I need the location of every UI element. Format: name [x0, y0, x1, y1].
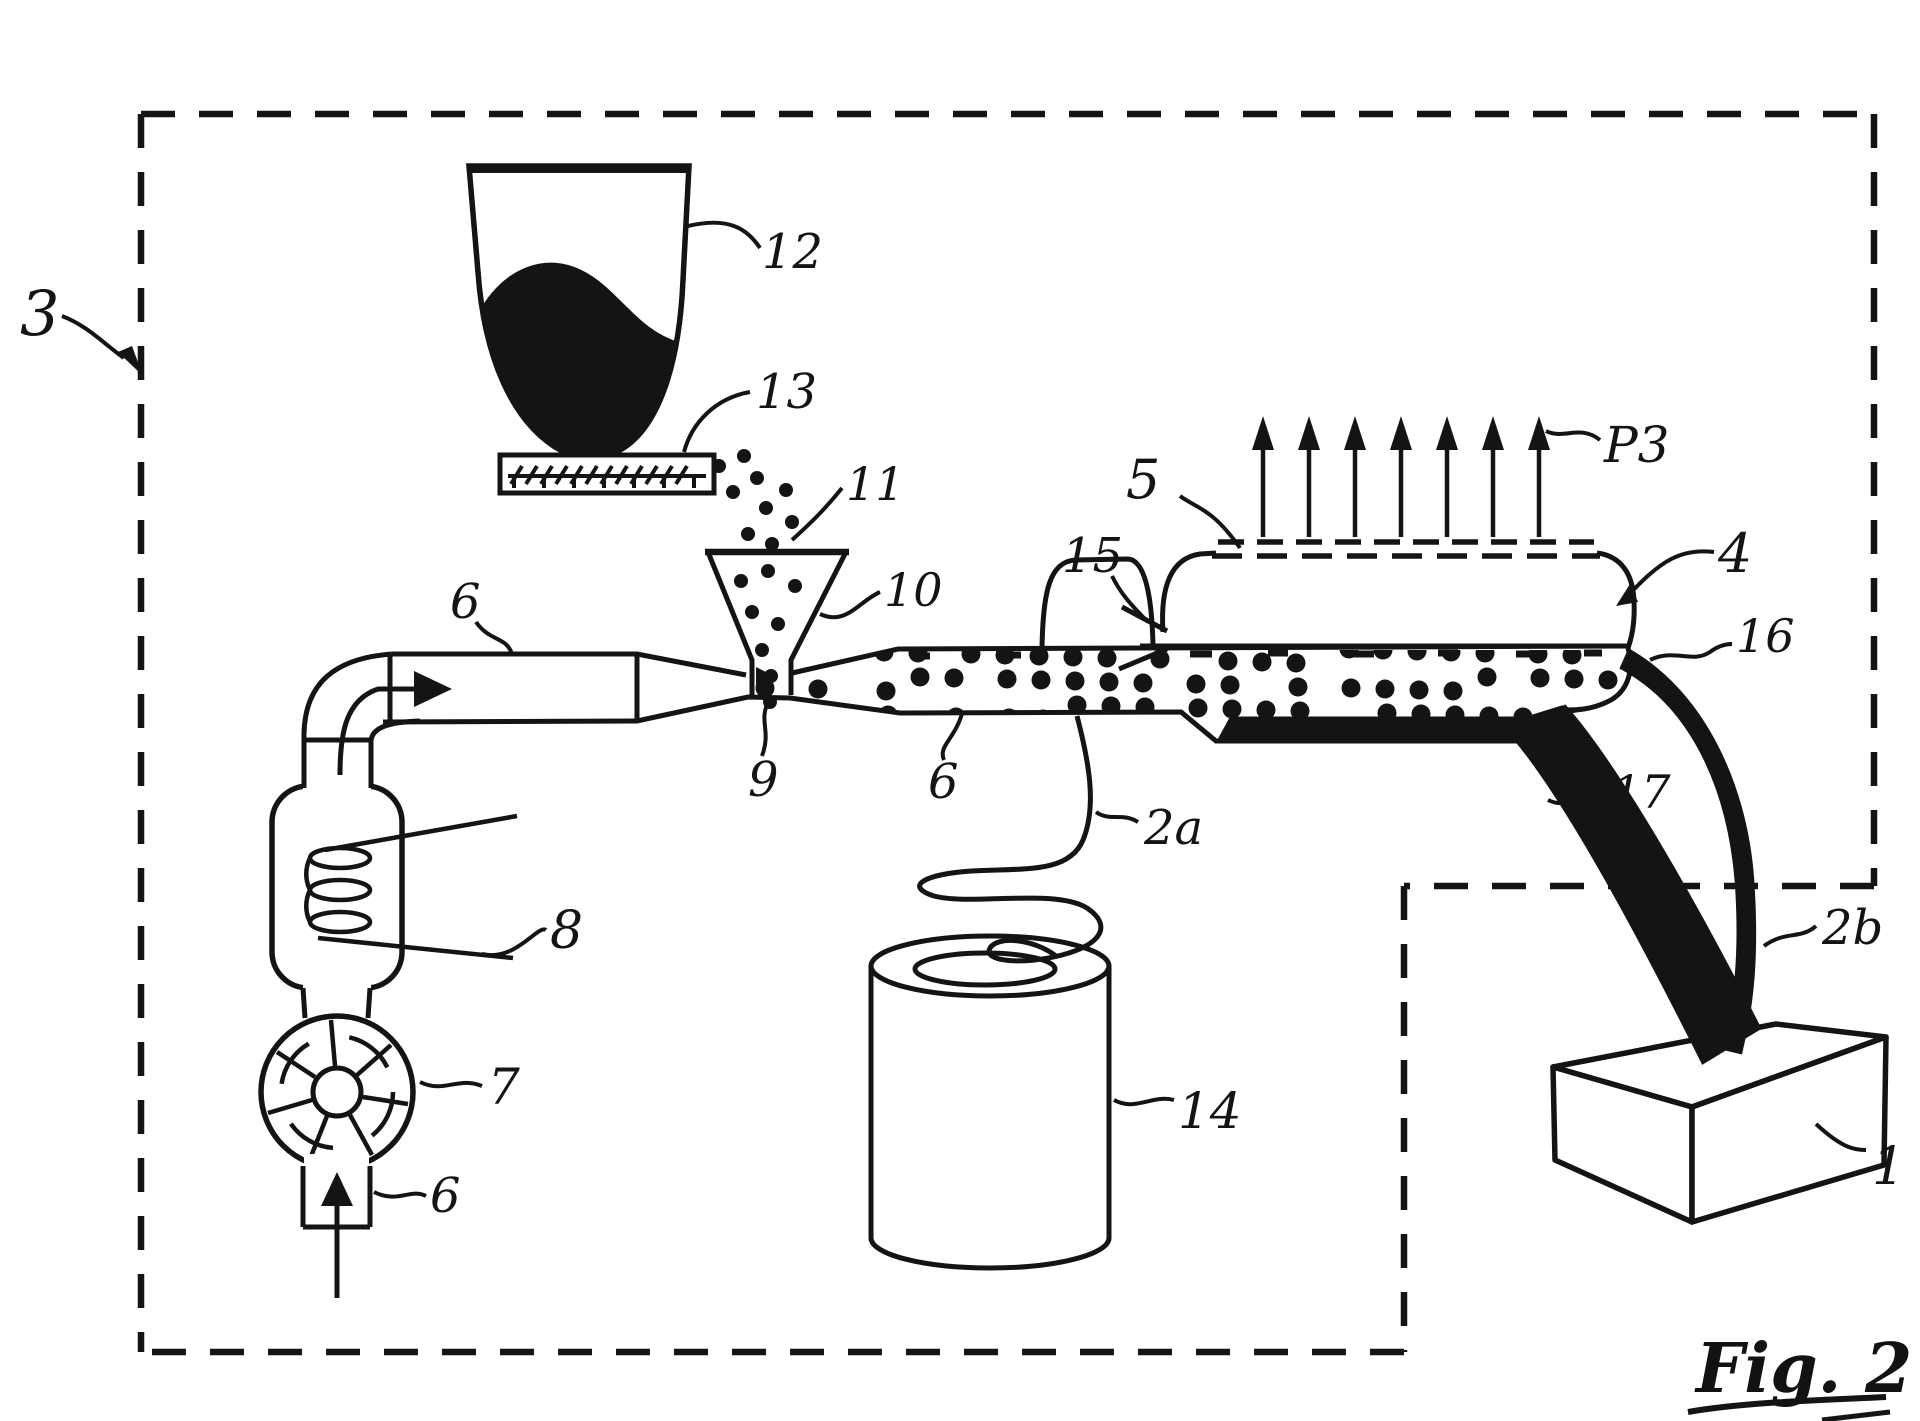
air-inlet-arrow	[321, 1172, 353, 1298]
wire-drum	[868, 933, 1112, 1271]
flow-arrow	[337, 671, 452, 776]
lid-leader	[1178, 494, 1242, 550]
label-line-a: 2a	[1143, 800, 1203, 856]
venturi-leader	[760, 697, 772, 757]
particle-dots	[712, 449, 799, 551]
figure-caption-group: Fig. 2	[1687, 1329, 1912, 1421]
hopper-material-fill	[476, 262, 685, 452]
coil-leader	[481, 927, 548, 958]
chute-leader	[1547, 789, 1607, 806]
flow-dots	[755, 650, 1622, 741]
duct-leader	[373, 1190, 427, 1199]
chamber-left-shoulder	[1160, 550, 1217, 633]
fan-leader	[419, 1080, 483, 1089]
funnel-dots	[734, 564, 802, 709]
funnel	[705, 548, 881, 709]
label-inlet: 15	[1062, 528, 1123, 584]
label-vapor: P3	[1603, 416, 1669, 474]
label-sieve: 13	[756, 364, 817, 420]
label-drum: 14	[1178, 1082, 1242, 1140]
label-chamber: 4	[1717, 522, 1752, 585]
funnel-leader	[819, 590, 881, 620]
outlet-leader	[1649, 642, 1733, 662]
label-line-b: 2b	[1821, 900, 1883, 956]
line-b-leader	[1762, 924, 1818, 948]
particles-leader	[790, 486, 844, 542]
lid-dashes	[1212, 539, 1600, 559]
label-venturi: 9	[748, 752, 779, 808]
discharge-chute	[1515, 704, 1762, 1065]
heater-coil	[304, 813, 518, 961]
inlet-arch	[1039, 556, 1156, 649]
label-duct: 6	[430, 1168, 461, 1224]
fan-hub	[310, 1065, 364, 1119]
vapor-arrows	[1252, 416, 1550, 537]
sieve-mesh	[508, 464, 706, 488]
supply-line-a	[917, 715, 1104, 964]
surface-half-dashes	[912, 649, 1602, 660]
fan-dashed-ring	[278, 1033, 396, 1151]
hopper-leader	[687, 220, 762, 250]
drum-leader	[1113, 1096, 1175, 1107]
boundary-arrowhead	[118, 346, 143, 376]
box-leader	[1814, 1122, 1867, 1152]
fan-blades	[267, 1019, 409, 1160]
label-pipe-carrier: 6	[928, 754, 959, 810]
pipe-carrier-leader	[940, 713, 964, 761]
receiver-box	[1550, 1021, 1889, 1225]
chamber-leader	[1616, 549, 1715, 606]
label-funnel: 10	[884, 563, 943, 617]
label-lid: 5	[1126, 448, 1160, 511]
label-pipe-inlet: 6	[450, 574, 481, 630]
label-fan: 7	[488, 1058, 520, 1116]
inlet-leader	[1110, 575, 1150, 624]
vapor-leader	[1545, 429, 1602, 442]
label-box: 1	[1872, 1137, 1905, 1197]
fan-assembly	[258, 987, 483, 1298]
heater-chamber	[269, 734, 548, 995]
sieve-leader	[682, 390, 751, 453]
label-particles: 11	[846, 457, 905, 511]
label-system-boundary: 3	[20, 277, 59, 350]
label-chute: 17	[1612, 765, 1671, 819]
boundary-leader	[61, 314, 143, 376]
label-coil: 8	[550, 901, 583, 961]
label-hopper: 12	[762, 224, 823, 280]
sieve	[497, 390, 751, 496]
hopper-outline	[466, 163, 692, 455]
supply-line-b	[1619, 648, 1757, 1055]
throat-arrowhead	[756, 667, 778, 689]
pipe-inlet-leader	[474, 620, 514, 655]
label-outlet: 16	[1736, 609, 1795, 663]
hopper	[466, 163, 762, 455]
inlet-lip-lower	[1118, 646, 1168, 672]
line-a-leader	[1094, 810, 1140, 824]
